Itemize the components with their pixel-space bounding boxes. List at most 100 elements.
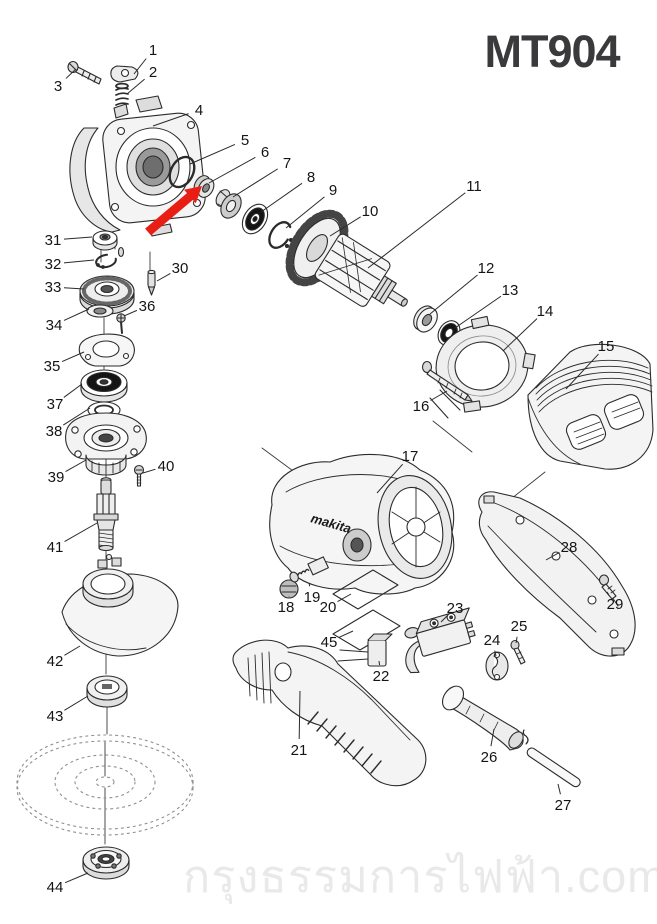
leader-line-26 [490, 728, 495, 747]
leader-line-11 [367, 192, 466, 269]
screw-40 [133, 464, 145, 487]
part-label-2: 2 [149, 64, 157, 81]
leader-line-27 [557, 783, 561, 795]
part-label-3: 3 [54, 78, 62, 95]
part-label-1: 1 [149, 42, 157, 59]
leader-line-6 [208, 156, 256, 184]
leader-line-4 [152, 113, 189, 127]
leader-line-30 [156, 272, 171, 282]
inner-flange-43 [86, 675, 128, 708]
part-label-8: 8 [307, 169, 315, 186]
part-label-12: 12 [478, 260, 495, 277]
leader-line-25 [515, 636, 518, 644]
part-label-11: 11 [466, 178, 482, 195]
ball-bearing-31 [92, 230, 118, 251]
part-label-43: 43 [47, 708, 64, 725]
leader-line-24 [494, 650, 497, 657]
part-label-22: 22 [373, 668, 390, 685]
o-ring-5 [168, 155, 196, 189]
screw-29 [598, 574, 617, 600]
handle-21 [232, 639, 427, 787]
leader-line-34 [63, 308, 90, 321]
flat-washer-34 [86, 304, 114, 318]
ball-bearing-8 [241, 203, 269, 235]
part-label-15: 15 [598, 338, 615, 355]
leader-line-39 [65, 459, 87, 473]
gear-housing-4 [69, 95, 206, 237]
leader-line-32 [63, 259, 95, 264]
leader-line-43 [64, 695, 89, 711]
screw-36 [116, 313, 126, 334]
bearing-retainer-plate-35 [78, 333, 135, 367]
part-label-4: 4 [195, 102, 203, 119]
leader-line-31 [63, 236, 93, 240]
leader-line-35 [61, 351, 85, 363]
field-stator-15 [527, 343, 654, 470]
wheel-guard-42 [61, 553, 179, 657]
leader-line-9 [285, 196, 325, 229]
pin-under-housing [117, 246, 125, 258]
part-label-27: 27 [555, 797, 572, 814]
part-label-23: 23 [447, 600, 464, 617]
pinion-gear-7 [215, 189, 242, 219]
part-label-9: 9 [329, 182, 337, 199]
leader-line-2 [126, 78, 145, 95]
handle-cover-28 [478, 491, 636, 657]
carbon-brush-19 [289, 556, 329, 583]
highlight-arrow [145, 186, 202, 236]
leader-line-23 [440, 615, 448, 623]
cord-guard-26 [441, 685, 524, 751]
lock-button-1 [110, 65, 139, 83]
leader-line-3 [65, 68, 77, 79]
leader-line-1 [133, 58, 147, 75]
part-label-19: 19 [304, 589, 321, 606]
part-label-21: 21 [291, 742, 308, 759]
spring-2 [115, 82, 129, 106]
part-labels-layer: 1234567891011121314151617181920212223242… [44, 42, 624, 896]
part-label-41: 41 [47, 539, 64, 556]
part-label-30: 30 [172, 260, 189, 277]
leader-line-40 [142, 468, 156, 474]
screw-3 [67, 60, 102, 85]
part-label-7: 7 [283, 155, 291, 172]
ball-bearing-37 [80, 369, 128, 403]
part-label-5: 5 [241, 132, 249, 149]
leader-line-7 [232, 168, 278, 198]
part-label-44: 44 [47, 879, 64, 896]
part-label-40: 40 [158, 458, 175, 475]
part-label-24: 24 [484, 632, 501, 649]
part-label-38: 38 [46, 423, 63, 440]
bearing-box-39 [65, 412, 147, 476]
part-label-13: 13 [502, 282, 519, 299]
part-label-17: 17 [402, 448, 419, 465]
part-label-35: 35 [44, 358, 61, 375]
part-label-32: 32 [45, 256, 62, 273]
leader-line-10 [329, 216, 361, 237]
part-label-36: 36 [139, 298, 156, 315]
part-label-29: 29 [607, 596, 624, 613]
part-label-6: 6 [261, 144, 269, 161]
leader-line-29 [606, 591, 610, 596]
leader-line-22 [378, 660, 381, 666]
part-label-26: 26 [481, 749, 498, 766]
switch-23 [404, 607, 476, 674]
model-title: MT904 [484, 26, 620, 77]
part-label-42: 42 [47, 653, 64, 670]
leader-line-16 [430, 390, 448, 401]
cam-24 [485, 651, 509, 681]
leader-line-41 [64, 522, 98, 542]
washer-12 [413, 305, 438, 333]
leader-line-21 [298, 690, 301, 740]
leader-line-15 [565, 353, 599, 390]
part-label-37: 37 [47, 396, 64, 413]
part-label-31: 31 [45, 232, 62, 249]
part-label-18: 18 [278, 599, 295, 616]
part-label-45: 45 [321, 634, 338, 651]
part-label-20: 20 [320, 599, 337, 616]
screw-16 [421, 360, 473, 402]
brush-cap-18 [279, 579, 299, 599]
retaining-ring-32 [95, 253, 117, 269]
pin-30 [147, 269, 156, 296]
part-label-28: 28 [561, 539, 578, 556]
